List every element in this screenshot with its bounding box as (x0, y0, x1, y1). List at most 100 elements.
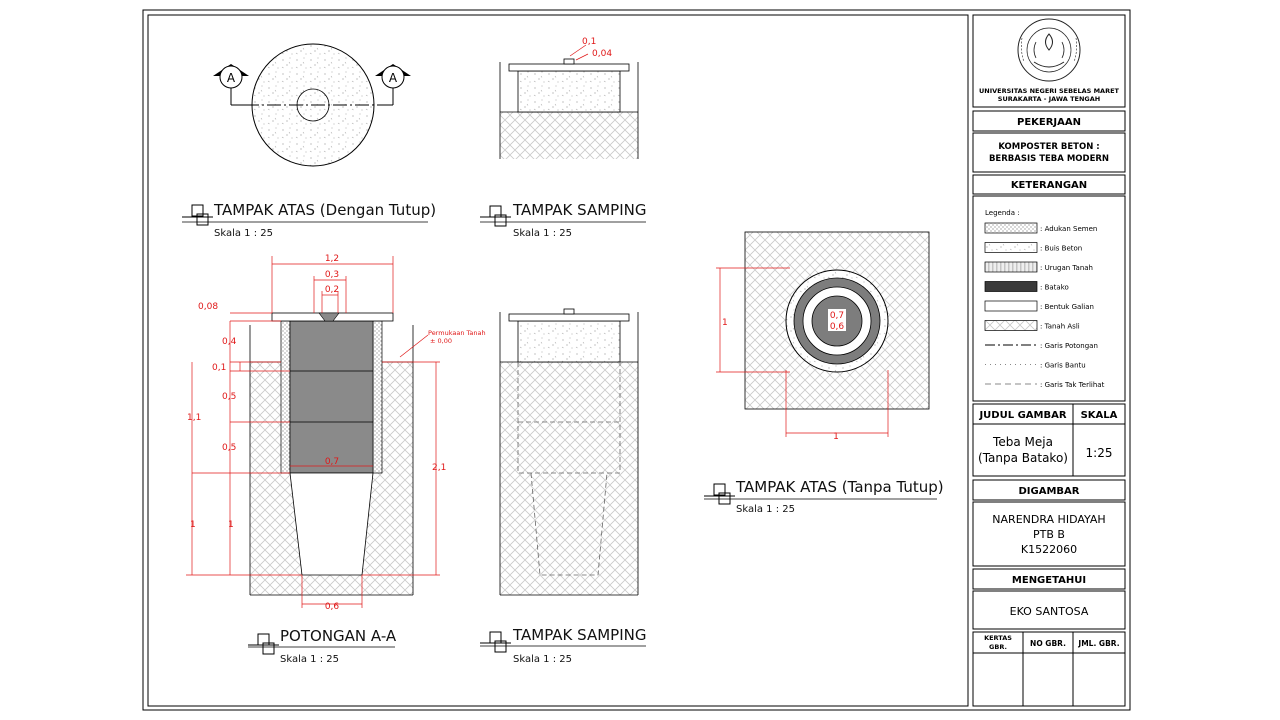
legend-list: : Adukan Semen : Buis Beton : Urugan Tanah… (984, 222, 1105, 389)
digambar-line3: K1522060 (1021, 543, 1077, 556)
legend-label-galian: : Bentuk Galian (1040, 303, 1094, 311)
view-scale-side-top: Skala 1 : 25 (513, 228, 572, 239)
view-scale-top-with-lid: Skala 1 : 25 (214, 228, 273, 239)
lid-knob (563, 58, 575, 65)
legend-swatch-adukan (984, 222, 1038, 234)
view-title-side-bottom: TAMPAK SAMPING (512, 626, 646, 644)
pekerjaan-header-box (972, 110, 1126, 132)
dim-left-1: 1 (722, 318, 728, 328)
digambar-header-box (972, 479, 1126, 501)
dim-01-side: 0,1 (582, 37, 596, 47)
hidden-lines (517, 362, 621, 576)
side-lid-knob (563, 308, 575, 315)
skala-header: SKALA (1081, 410, 1118, 421)
sheet-info-box (972, 631, 1126, 707)
digambar-line1: NARENDRA HIDAYAH (992, 513, 1105, 526)
pekerjaan-box (972, 132, 1126, 173)
judul-line1: Teba Meja (992, 435, 1053, 449)
view-top-with-lid: A A TAMPAK ATAS (Dengan Tutup) Skala 1 :… (182, 43, 436, 239)
ground-level: ± 0,00 (430, 337, 452, 345)
legend-label-tanah: : Tanah Asli (1040, 323, 1080, 331)
legend-item-adukan: : Adukan Semen (984, 222, 1097, 234)
buis-wall-right (372, 320, 383, 474)
legend-item-galian: : Bentuk Galian (984, 300, 1094, 312)
buis-wall-left (280, 320, 291, 474)
view-side-bottom: TAMPAK SAMPING Skala 1 : 25 (480, 308, 646, 665)
view-title-icon (480, 205, 511, 227)
judul-box (972, 423, 1074, 477)
legend-swatch-urugan (984, 261, 1038, 273)
legend-label-line-dot: : Garis Bantu (1040, 362, 1086, 370)
dim-1b: 1 (228, 520, 234, 530)
legend-label-line-dash: : Garis Tak Terlihat (1040, 381, 1105, 389)
institution-line1: UNIVERSITAS NEGERI SEBELAS MARET (979, 87, 1120, 95)
skala-value: 1:25 (1086, 446, 1113, 460)
section-marker-right: A (375, 64, 411, 106)
legend-item-batako: : Batako (984, 281, 1069, 292)
keterangan-header: KETERANGAN (1011, 180, 1087, 191)
legend-label-buis: : Buis Beton (1040, 245, 1082, 253)
section-marker-right-letter: A (389, 71, 398, 85)
ground-fill (500, 112, 638, 159)
dim-inner-07: 0,7 (830, 311, 844, 321)
view-title-icon (480, 631, 511, 653)
lower-pit (289, 472, 374, 576)
dim-01: 0,1 (212, 363, 226, 373)
mengetahui-name: EKO SANTOSA (1010, 605, 1089, 618)
legend-swatch-buis (984, 242, 1038, 253)
title-block: UNIVERSITAS NEGERI SEBELAS MARET SURAKAR… (972, 14, 1126, 707)
legend-item-urugan: : Urugan Tanah (984, 261, 1093, 273)
mengetahui-box (972, 590, 1126, 630)
kertas-line1: KERTAS (984, 634, 1012, 642)
dim-21: 2,1 (432, 463, 446, 473)
legend-label-urugan: : Urugan Tanah (1040, 264, 1093, 272)
kertas-line2: GBR. (989, 643, 1007, 651)
pekerjaan-header: PEKERJAAN (1017, 117, 1081, 128)
side-lid-slab (508, 313, 630, 322)
buis-body (517, 70, 621, 113)
legenda-label: Legenda : (985, 209, 1020, 217)
dim-1a: 1 (190, 520, 196, 530)
view-title-icon (182, 204, 213, 226)
university-logo (1017, 18, 1081, 82)
legend-item-line-dashdot: : Garis Potongan (985, 342, 1098, 350)
keterangan-header-box (972, 174, 1126, 195)
institution-line2: SURAKARTA - JAWA TENGAH (998, 95, 1100, 103)
dim-008: 0,08 (198, 302, 218, 312)
view-title-top-with-lid: TAMPAK ATAS (Dengan Tutup) (213, 201, 436, 219)
dim-lid-knob (569, 44, 589, 61)
legend-swatch-galian (984, 300, 1038, 312)
view-scale-side-bottom: Skala 1 : 25 (513, 654, 572, 665)
legend-label-adukan: : Adukan Semen (1040, 225, 1097, 233)
lid-slab (508, 63, 630, 72)
dim-05b: 0,5 (222, 443, 236, 453)
section-dims (186, 256, 440, 608)
pekerjaan-line1: KOMPOSTER BETON : (998, 142, 1099, 152)
pekerjaan-line2: BERBASIS TEBA MODERN (989, 154, 1109, 164)
view-scale-section: Skala 1 : 25 (280, 654, 339, 665)
dim-11: 1,1 (187, 413, 201, 423)
outer-border (142, 9, 1131, 711)
dim-004-side: 0,04 (592, 49, 612, 59)
side-soil (500, 362, 638, 595)
jml-gbr-label: JML. GBR. (1077, 639, 1119, 648)
dim-05a: 0,5 (222, 392, 236, 402)
inner-border (147, 14, 969, 707)
mengetahui-header-box (972, 568, 1126, 590)
section-marker-left: A (213, 64, 249, 106)
judul-line2: (Tanpa Batako) (978, 451, 1068, 465)
dim-04: 0,4 (222, 337, 237, 347)
legend-item-buis: : Buis Beton (984, 242, 1082, 253)
view-title-side-top: TAMPAK SAMPING (512, 201, 646, 219)
view-title-icon (248, 633, 279, 655)
legend-swatch-batako (984, 281, 1038, 292)
legend-label-line-dashdot: : Garis Potongan (1040, 342, 1098, 350)
section-handle (318, 312, 340, 322)
ground-label: Permukaan Tanah (428, 329, 486, 337)
skala-box (1072, 423, 1126, 477)
dim-06: 0,6 (325, 602, 340, 612)
legend-box (972, 195, 1126, 402)
legend-label-batako: : Batako (1040, 284, 1069, 292)
dim-02: 0,2 (325, 285, 339, 295)
